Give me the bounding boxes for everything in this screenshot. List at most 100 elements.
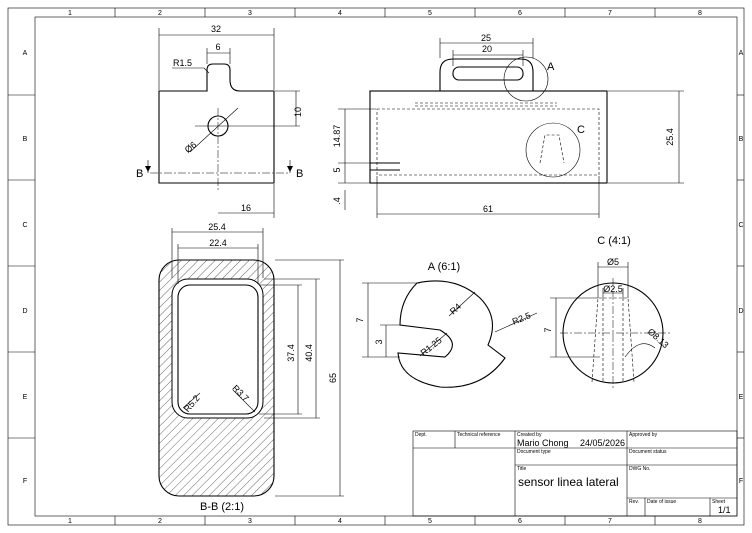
detail-c-view: C (4:1) Ø5 Ø2.5 7 Ø8.13	[543, 235, 671, 390]
dim-sec-25-4: 25.4	[208, 222, 226, 232]
col-label-5-bottom: 5	[428, 518, 432, 525]
row-label-d: D	[22, 308, 27, 315]
tb-created-by: Mario Chong	[517, 438, 569, 448]
col-label-5: 5	[428, 10, 432, 17]
column-grid: 1 2 3 4 5 6 7 8 1 2 3 4 5 6 7 8	[68, 8, 702, 525]
tb-title: sensor linea lateral	[518, 475, 619, 489]
dim-25: 25	[481, 33, 491, 43]
dim-sec-65: 65	[328, 373, 338, 383]
tb-date: 24/05/2026	[580, 438, 625, 448]
dim-c-dia-5: Ø5	[607, 257, 619, 267]
col-label-2-bottom: 2	[158, 518, 162, 525]
detail-c-title: C (4:1)	[597, 235, 631, 247]
row-label-f-right: F	[739, 478, 743, 485]
side-view-tab	[439, 58, 534, 91]
tb-dwg-no-label: DWG No.	[629, 466, 650, 472]
col-label-8: 8	[698, 10, 702, 17]
tb-created-by-label: Created by	[517, 432, 542, 438]
col-label-6-bottom: 6	[518, 518, 522, 525]
dim-c-7: 7	[543, 327, 553, 332]
col-label-1-bottom: 1	[68, 518, 72, 525]
outer-border	[7, 7, 745, 526]
dim-6: 6	[215, 42, 220, 52]
tb-rev-label: Rev.	[629, 499, 639, 505]
dim-c-dia-8-13: Ø8.13	[646, 326, 671, 350]
dim-5: 5	[332, 167, 342, 172]
side-view-slot	[452, 66, 524, 81]
col-label-8-bottom: 8	[698, 518, 702, 525]
detail-a-view: A (6:1) 7 3 R4 R2.5 R1.25	[355, 261, 538, 388]
row-label-a-right: A	[739, 50, 744, 57]
side-view-boss	[539, 134, 565, 164]
col-label-2: 2	[158, 10, 162, 17]
front-view: B B 32 6 R1.5 10 Ø6 16	[136, 24, 303, 218]
col-label-4-bottom: 4	[338, 518, 342, 525]
row-label-f: F	[23, 478, 27, 485]
dim-20: 20	[482, 44, 492, 54]
dim-a-3: 3	[374, 339, 384, 344]
tb-sheet-label: Sheet	[712, 499, 726, 505]
dim-a-r2-5: R2.5	[511, 310, 532, 326]
detail-a-profile	[397, 280, 506, 388]
section-outer-wall	[158, 259, 275, 497]
col-label-3: 3	[248, 10, 252, 17]
col-label-6: 6	[518, 10, 522, 17]
dim-a-r1-25: R1.25	[419, 335, 444, 358]
dim-10: 10	[293, 107, 303, 117]
section-label-right: B	[296, 168, 303, 180]
row-label-d-right: D	[738, 308, 743, 315]
side-view: A C 25 20 14.87 5 .4 61	[332, 33, 684, 218]
row-label-e-right: E	[739, 394, 744, 401]
row-label-b: B	[23, 136, 28, 143]
col-label-7: 7	[608, 10, 612, 17]
col-label-1: 1	[68, 10, 72, 17]
detail-a-ref: A	[547, 61, 555, 73]
dim-61: 61	[483, 204, 493, 214]
section-inner-cavity	[177, 284, 259, 415]
section-arrow-right	[287, 166, 293, 172]
dim-dia-6: Ø6	[183, 139, 199, 154]
drawing-frame	[34, 16, 738, 517]
section-inner-wall	[171, 278, 264, 419]
detail-c-marker	[525, 122, 581, 178]
section-arrow-left	[145, 166, 151, 172]
section-title: B-B (2:1)	[200, 501, 244, 513]
dim-32: 32	[211, 24, 221, 34]
dim-sec-40-4: 40.4	[304, 344, 314, 362]
side-view-outline	[369, 90, 608, 184]
row-label-c-right: C	[738, 222, 743, 229]
dim-sec-22-4: 22.4	[209, 238, 227, 248]
tb-approved-by-label: Approved by	[629, 432, 658, 438]
col-label-7-bottom: 7	[608, 518, 612, 525]
dim-14-87: 14.87	[332, 125, 342, 148]
section-view-bb: B-B (2:1) 25.4 22.4 37.4 40.4 65 R5.2 R3…	[158, 222, 344, 513]
dim-a-7: 7	[355, 317, 365, 322]
tb-doc-status-label: Document status	[629, 449, 667, 455]
row-grid: A B C D E F A B C D E F	[8, 50, 744, 485]
tb-dept-label: Dept.	[415, 432, 427, 438]
detail-a-marker	[503, 56, 549, 102]
tb-sheet: 1/1	[718, 505, 731, 515]
tb-title-label: Title	[517, 466, 526, 472]
row-label-e: E	[23, 394, 28, 401]
front-view-outline	[158, 63, 275, 184]
dim-point-4: .4	[332, 197, 342, 205]
detail-c-ref: C	[577, 124, 585, 136]
row-label-b-right: B	[739, 136, 744, 143]
col-label-4: 4	[338, 10, 342, 17]
dim-a-r4: R4	[448, 301, 463, 316]
section-label-left: B	[136, 168, 143, 180]
row-label-c: C	[22, 222, 27, 229]
dim-c-dia-2-5: Ø2.5	[603, 284, 623, 294]
dim-25-4: 25.4	[665, 128, 675, 146]
dim-sec-37-4: 37.4	[286, 344, 296, 362]
col-label-3-bottom: 3	[248, 518, 252, 525]
dim-r1-5: R1.5	[173, 58, 192, 68]
tb-date-of-issue-label: Date of issue	[647, 499, 676, 505]
tb-doc-type-label: Document type	[517, 449, 551, 455]
dim-16: 16	[241, 203, 251, 213]
detail-a-title: A (6:1)	[428, 261, 460, 273]
detail-c-boss	[591, 297, 635, 383]
tb-tech-ref-label: Technical reference	[457, 432, 501, 438]
